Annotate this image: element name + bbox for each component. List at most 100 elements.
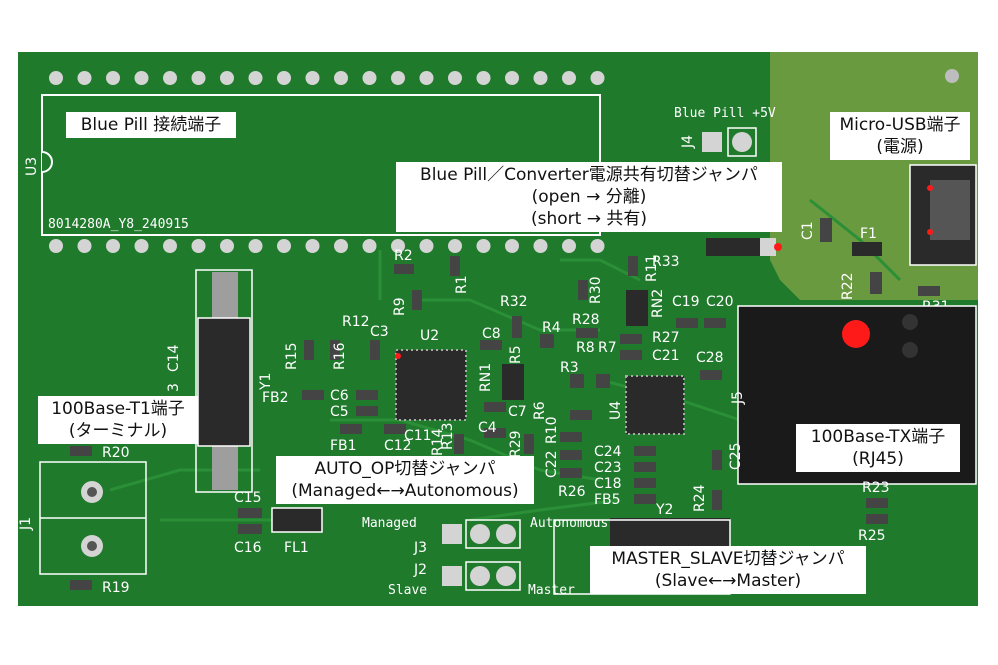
callout-auto-op-line1: AUTO_OP切替ジャンパ [314, 459, 496, 479]
header-pin [277, 239, 291, 253]
header-pin [106, 239, 120, 253]
svg-text:C28: C28 [696, 350, 724, 366]
header-pin [163, 239, 177, 253]
ref-c1: C1 [800, 221, 816, 240]
svg-text:R7: R7 [598, 340, 617, 356]
j5-pin [902, 314, 918, 330]
svg-text:R5: R5 [508, 345, 524, 364]
ref-c14: C14 [166, 344, 182, 372]
y1-outline [195, 269, 253, 493]
svg-text:R16: R16 [332, 342, 348, 370]
svg-text:R6: R6 [532, 401, 548, 420]
ref-r19: R19 [102, 580, 130, 596]
r20-body [70, 446, 92, 456]
u3-notch [41, 151, 53, 173]
svg-text:R23: R23 [862, 480, 890, 496]
svg-text:FB1: FB1 [330, 438, 357, 454]
callout-master-slave-line2: (Slave←→Master) [654, 571, 802, 591]
svg-text:R10: R10 [544, 416, 560, 444]
diode-pad [760, 238, 776, 256]
header-pin [562, 239, 576, 253]
callout-bluepill-connector-text: Blue Pill 接続端子 [80, 115, 222, 135]
ref-r20: R20 [102, 445, 130, 461]
header-pin [419, 71, 434, 85]
header-pin [362, 239, 377, 253]
callout-microusb-line2: (電源) [876, 137, 924, 157]
svg-text:C18: C18 [594, 476, 622, 492]
callout-master-slave: MASTER_SLAVE切替ジャンパ (Slave←→Master) [590, 546, 866, 594]
svg-text:R2: R2 [394, 248, 413, 264]
svg-text:C21: C21 [652, 348, 680, 364]
svg-text:R13: R13 [440, 422, 456, 450]
j2-outline [465, 561, 521, 591]
u3-code: 8014280A_Y8_240915 [48, 217, 189, 232]
callout-microusb-line1: Micro-USB端子 [839, 115, 961, 135]
header-pin [277, 71, 291, 85]
c15-body [238, 508, 262, 518]
svg-text:C23: C23 [594, 460, 622, 476]
svg-text:R3: R3 [560, 360, 579, 376]
header-pin [448, 239, 462, 253]
passive-components [302, 256, 888, 524]
reference-designators: R2 R1 R9 R12 C3 R15 R16 FB2 C6 C5 FB1 C1… [262, 248, 890, 544]
header-pin [590, 71, 605, 85]
callout-auto-op-line2: (Managed←→Autonomous) [291, 481, 519, 501]
callout-100base-tx: 100Base-TX端子 (RJ45) [796, 424, 960, 472]
j2-pad-2 [470, 566, 490, 586]
j1-pad-1-hole [87, 487, 97, 497]
svg-text:C5: C5 [330, 404, 349, 420]
header-pin [49, 71, 63, 85]
svg-text:R8: R8 [576, 340, 595, 356]
svg-text:R30: R30 [588, 276, 604, 304]
header-pin [476, 239, 491, 253]
j3-pad-3 [496, 524, 516, 544]
header-pin [533, 71, 548, 85]
u2-pin1 [395, 353, 401, 359]
callout-bluepill-connector: Blue Pill 接続端子 [66, 112, 236, 138]
diode-led [774, 243, 782, 251]
ref-rn1: RN1 [478, 363, 494, 392]
j3-pad-1 [442, 524, 462, 544]
callout-100base-t1: 100Base-T1端子 (ターミナル) [38, 396, 198, 444]
silk-managed: Managed [362, 516, 417, 531]
header-pin [77, 71, 92, 85]
svg-text:C25: C25 [728, 442, 744, 470]
ref-j2: J2 [413, 562, 427, 578]
c16-body [238, 524, 262, 534]
r22-body [870, 272, 882, 294]
callout-power-jumper-line2: (open → 分離) [531, 187, 647, 207]
svg-text:R9: R9 [392, 297, 408, 316]
svg-text:C6: C6 [330, 388, 349, 404]
j4-pad-2 [732, 132, 752, 152]
header-pin [334, 71, 348, 85]
ref-u4: U4 [608, 401, 624, 420]
header-pin [248, 239, 263, 253]
svg-text:FB5: FB5 [594, 492, 621, 508]
mounting-hole [945, 69, 959, 83]
header-pin [77, 239, 92, 253]
callout-100base-tx-line2: (RJ45) [852, 449, 904, 469]
j3-pad-2 [470, 524, 490, 544]
callout-100base-t1-line1: 100Base-T1端子 [51, 399, 185, 419]
ref-j1: J1 [18, 517, 34, 531]
svg-text:C20: C20 [706, 294, 734, 310]
svg-text:R1: R1 [454, 275, 470, 294]
callout-auto-op: AUTO_OP切替ジャンパ (Managed←→Autonomous) [276, 456, 534, 504]
svg-text:R15: R15 [284, 342, 300, 370]
ref-j5: J5 [730, 391, 746, 405]
j1-pad-2-hole [87, 541, 97, 551]
ref-j4: J4 [680, 135, 696, 149]
rn2-body [626, 290, 648, 326]
svg-text:C22: C22 [544, 450, 560, 478]
svg-text:R27: R27 [652, 330, 680, 346]
j3-outline [465, 519, 521, 549]
svg-text:R33: R33 [652, 254, 680, 270]
header-pin [505, 71, 519, 85]
silk-master: Master [528, 583, 575, 598]
svg-text:R11: R11 [644, 254, 660, 282]
micro-usb-shell [930, 180, 970, 240]
rn1-body [502, 364, 524, 400]
header-pin [49, 239, 63, 253]
silk-slave: Slave [388, 583, 427, 598]
